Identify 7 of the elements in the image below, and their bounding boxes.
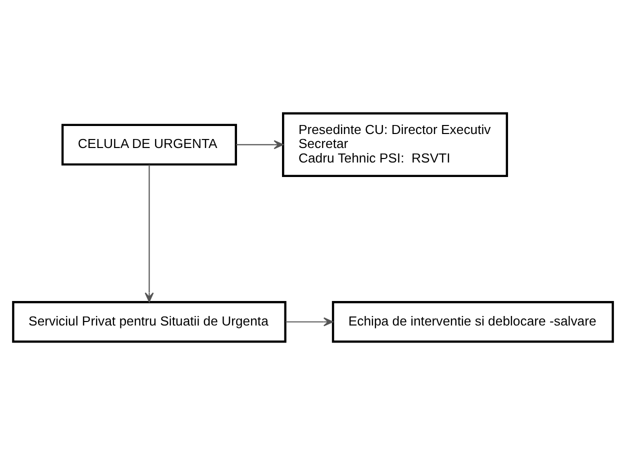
node-box: Presedinte CU: Director Executiv Secretar Cadru Tehnic PSI: RSVTI xyxy=(282,112,508,177)
node-box: CELULA DE URGENTA xyxy=(61,123,238,165)
arrow xyxy=(144,164,154,302)
arrow xyxy=(236,140,284,149)
node-box: Serviciul Privat pentru Situatii de Urgenta xyxy=(12,300,286,342)
arrow xyxy=(285,316,334,326)
node-box: Echipa de interventie si deblocare -salvare xyxy=(332,300,614,342)
